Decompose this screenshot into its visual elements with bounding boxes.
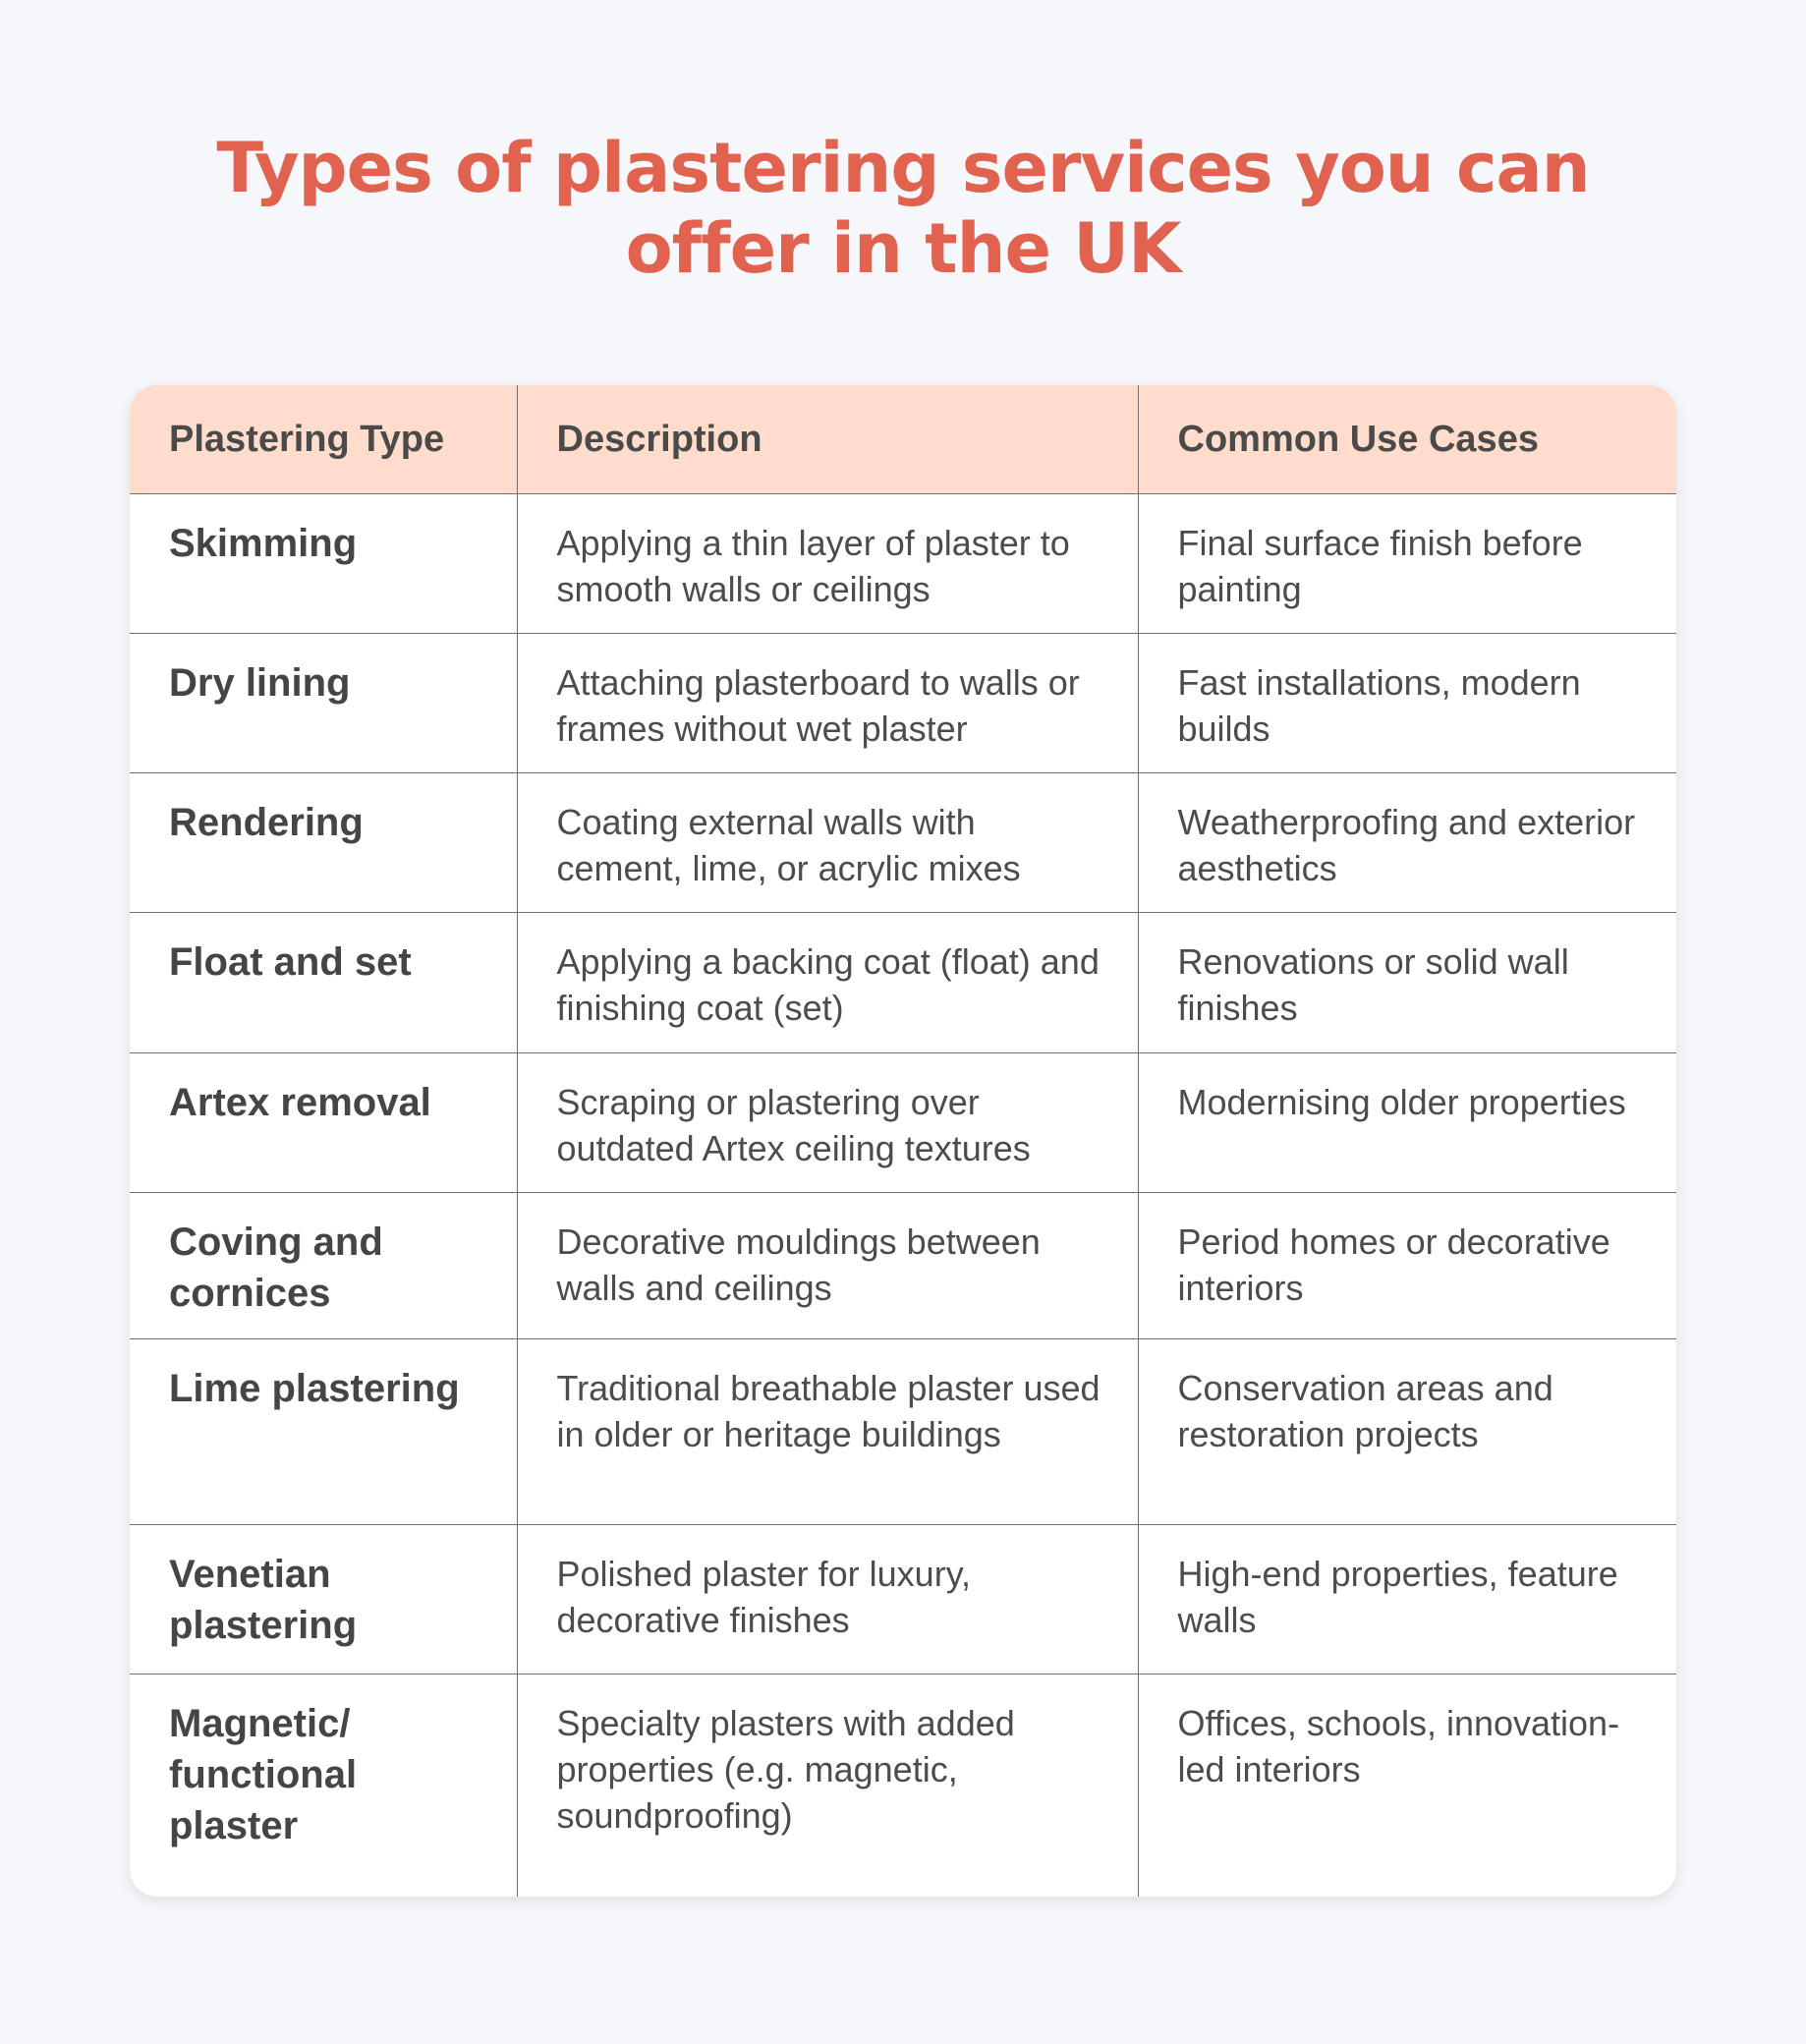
header-row: Plastering Type Description Common Use C… bbox=[130, 385, 1676, 494]
row-type: Venetian plastering bbox=[130, 1524, 517, 1675]
row-use-cases: Offices, schools, innovation-led interio… bbox=[1137, 1674, 1676, 1897]
table-row: Lime plastering Traditional breathable p… bbox=[130, 1337, 1676, 1525]
row-use-cases: Modernising older properties bbox=[1137, 1051, 1676, 1193]
row-use-cases: Weatherproofing and exterior aesthetics bbox=[1137, 772, 1676, 913]
row-type: Lime plastering bbox=[130, 1337, 517, 1525]
row-type: Dry lining bbox=[130, 633, 517, 773]
table-row: Coving and cornices Decorative mouldings… bbox=[130, 1191, 1676, 1339]
table-row: Rendering Coating external walls with ce… bbox=[130, 772, 1676, 913]
table-row: Magnetic/ functional plaster Specialty p… bbox=[130, 1674, 1676, 1897]
row-description: Coating external walls with cement, lime… bbox=[516, 772, 1138, 913]
row-description: Applying a backing coat (float) and fini… bbox=[516, 912, 1138, 1053]
header-plastering-type: Plastering Type bbox=[130, 385, 517, 494]
row-use-cases: High-end properties, feature walls bbox=[1137, 1524, 1676, 1675]
table-row: Skimming Applying a thin layer of plaste… bbox=[130, 492, 1676, 634]
row-type: Artex removal bbox=[130, 1051, 517, 1193]
header-common-use-cases: Common Use Cases bbox=[1137, 385, 1676, 494]
row-type: Coving and cornices bbox=[130, 1191, 517, 1339]
row-use-cases: Fast installations, modern builds bbox=[1137, 633, 1676, 773]
table-row: Venetian plastering Polished plaster for… bbox=[130, 1524, 1676, 1675]
row-use-cases: Period homes or decorative interiors bbox=[1137, 1191, 1676, 1339]
row-use-cases: Final surface finish before painting bbox=[1137, 492, 1676, 634]
row-description: Applying a thin layer of plaster to smoo… bbox=[516, 492, 1138, 634]
table-row: Dry lining Attaching plasterboard to wal… bbox=[130, 633, 1676, 773]
table-row: Artex removal Scraping or plastering ove… bbox=[130, 1051, 1676, 1193]
table-body: Skimming Applying a thin layer of plaste… bbox=[130, 492, 1676, 1897]
row-description: Attaching plasterboard to walls or frame… bbox=[516, 633, 1138, 773]
page-title: Types of plastering services you can off… bbox=[216, 128, 1590, 289]
row-description: Specialty plasters with added properties… bbox=[516, 1674, 1138, 1897]
plastering-types-table-card: Plastering Type Description Common Use C… bbox=[130, 385, 1676, 1897]
row-type: Rendering bbox=[130, 772, 517, 913]
row-description: Polished plaster for luxury, decorative … bbox=[516, 1524, 1138, 1675]
row-description: Decorative mouldings between walls and c… bbox=[516, 1191, 1138, 1339]
row-use-cases: Conservation areas and restoration proje… bbox=[1137, 1337, 1676, 1525]
table-row: Float and set Applying a backing coat (f… bbox=[130, 912, 1676, 1053]
plastering-types-table: Plastering Type Description Common Use C… bbox=[130, 385, 1676, 1897]
row-type: Float and set bbox=[130, 912, 517, 1053]
row-description: Traditional breathable plaster used in o… bbox=[516, 1337, 1138, 1525]
header-description: Description bbox=[516, 385, 1138, 494]
table-header: Plastering Type Description Common Use C… bbox=[130, 385, 1676, 494]
row-type: Skimming bbox=[130, 492, 517, 634]
row-type: Magnetic/ functional plaster bbox=[130, 1674, 517, 1897]
row-description: Scraping or plastering over outdated Art… bbox=[516, 1051, 1138, 1193]
row-use-cases: Renovations or solid wall finishes bbox=[1137, 912, 1676, 1053]
